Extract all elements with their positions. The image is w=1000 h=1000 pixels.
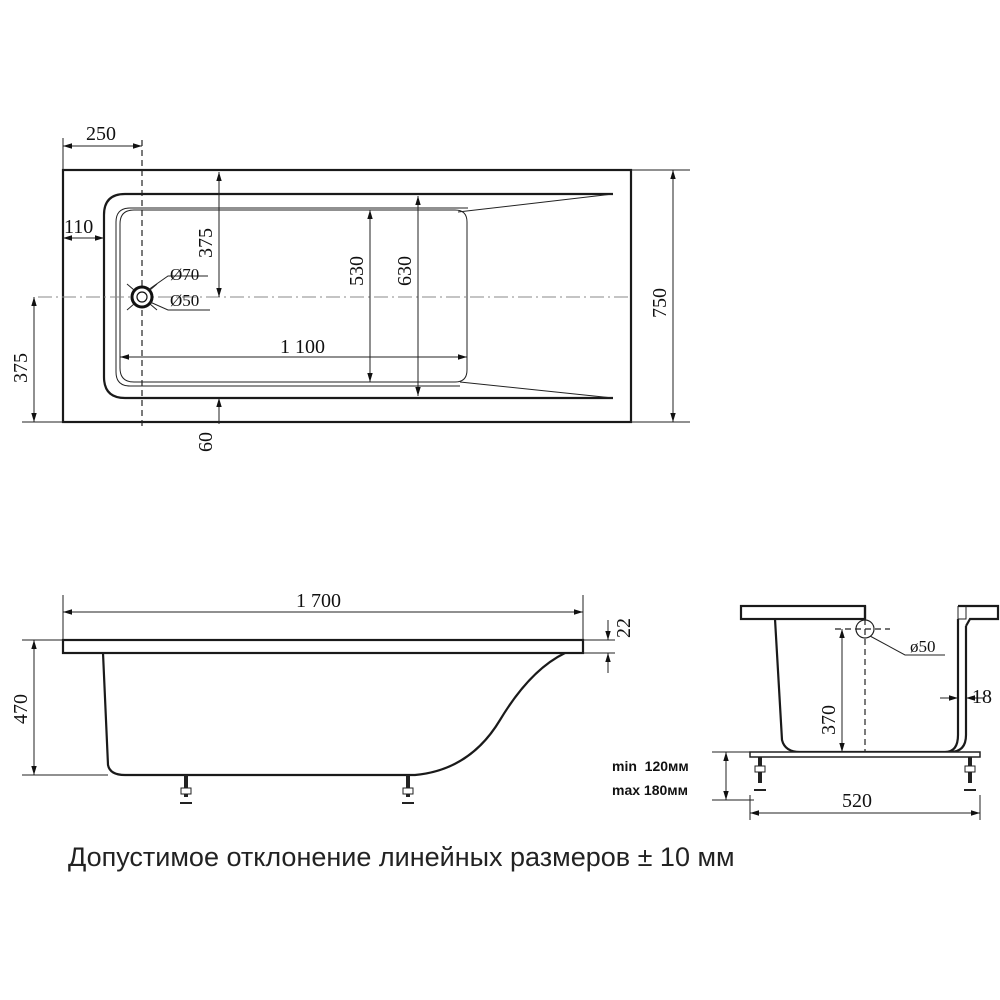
label-60: 60 xyxy=(195,432,217,452)
section-wall-top xyxy=(957,606,967,620)
label-520: 520 xyxy=(842,790,872,812)
section-frame xyxy=(749,751,981,758)
leg-left xyxy=(180,775,192,804)
overflow-leader xyxy=(869,635,945,656)
section-rim-left xyxy=(739,604,867,621)
label-d50: Ø50 xyxy=(170,291,199,310)
label-18: 18 xyxy=(972,686,992,708)
side-body xyxy=(101,652,566,777)
drain-inner-icon xyxy=(136,291,148,303)
label-d70: Ø70 xyxy=(170,265,199,284)
label-375-half: 375 xyxy=(10,353,32,383)
section-rim-right xyxy=(863,604,1000,627)
label-370: 370 xyxy=(818,705,840,735)
label-22: 22 xyxy=(613,618,635,638)
label-leg-max: max 180мм xyxy=(612,782,688,798)
drain-cross-marks xyxy=(126,283,158,311)
drain-d50-leader xyxy=(149,301,210,311)
bowl-taper-bottom xyxy=(459,381,614,399)
bowl-outer-contour xyxy=(102,192,613,400)
leg-right xyxy=(402,775,414,804)
label-250: 250 xyxy=(86,123,116,145)
label-leg-min: min 120мм xyxy=(612,758,689,774)
drain-d70-leader xyxy=(147,275,208,291)
label-470: 470 xyxy=(10,694,32,724)
section-leg-left xyxy=(754,757,766,791)
section-view: ø50 370 18 min 120мм max 180мм 520 xyxy=(612,604,1000,820)
label-1700: 1 700 xyxy=(296,590,341,612)
top-view: 250 110 375 Ø70 Ø50 530 630 750 375 1 10… xyxy=(10,123,690,452)
side-rim xyxy=(61,638,585,655)
bowl-taper-top xyxy=(457,193,614,213)
label-1100: 1 100 xyxy=(280,336,325,358)
tolerance-caption: Допустимое отклонение линейных размеров … xyxy=(68,842,735,872)
label-375-inner: 375 xyxy=(195,228,217,258)
label-110: 110 xyxy=(64,216,93,238)
side-view: 1 700 22 470 xyxy=(10,590,635,804)
label-750: 750 xyxy=(649,288,671,318)
label-530: 530 xyxy=(346,256,368,286)
section-leg-right xyxy=(964,757,976,791)
top-view-outline xyxy=(61,168,633,424)
bowl-bottom-contour xyxy=(119,209,468,383)
label-overflow-d50: ø50 xyxy=(910,637,936,656)
label-630: 630 xyxy=(394,256,416,286)
drain-icon xyxy=(130,285,154,309)
